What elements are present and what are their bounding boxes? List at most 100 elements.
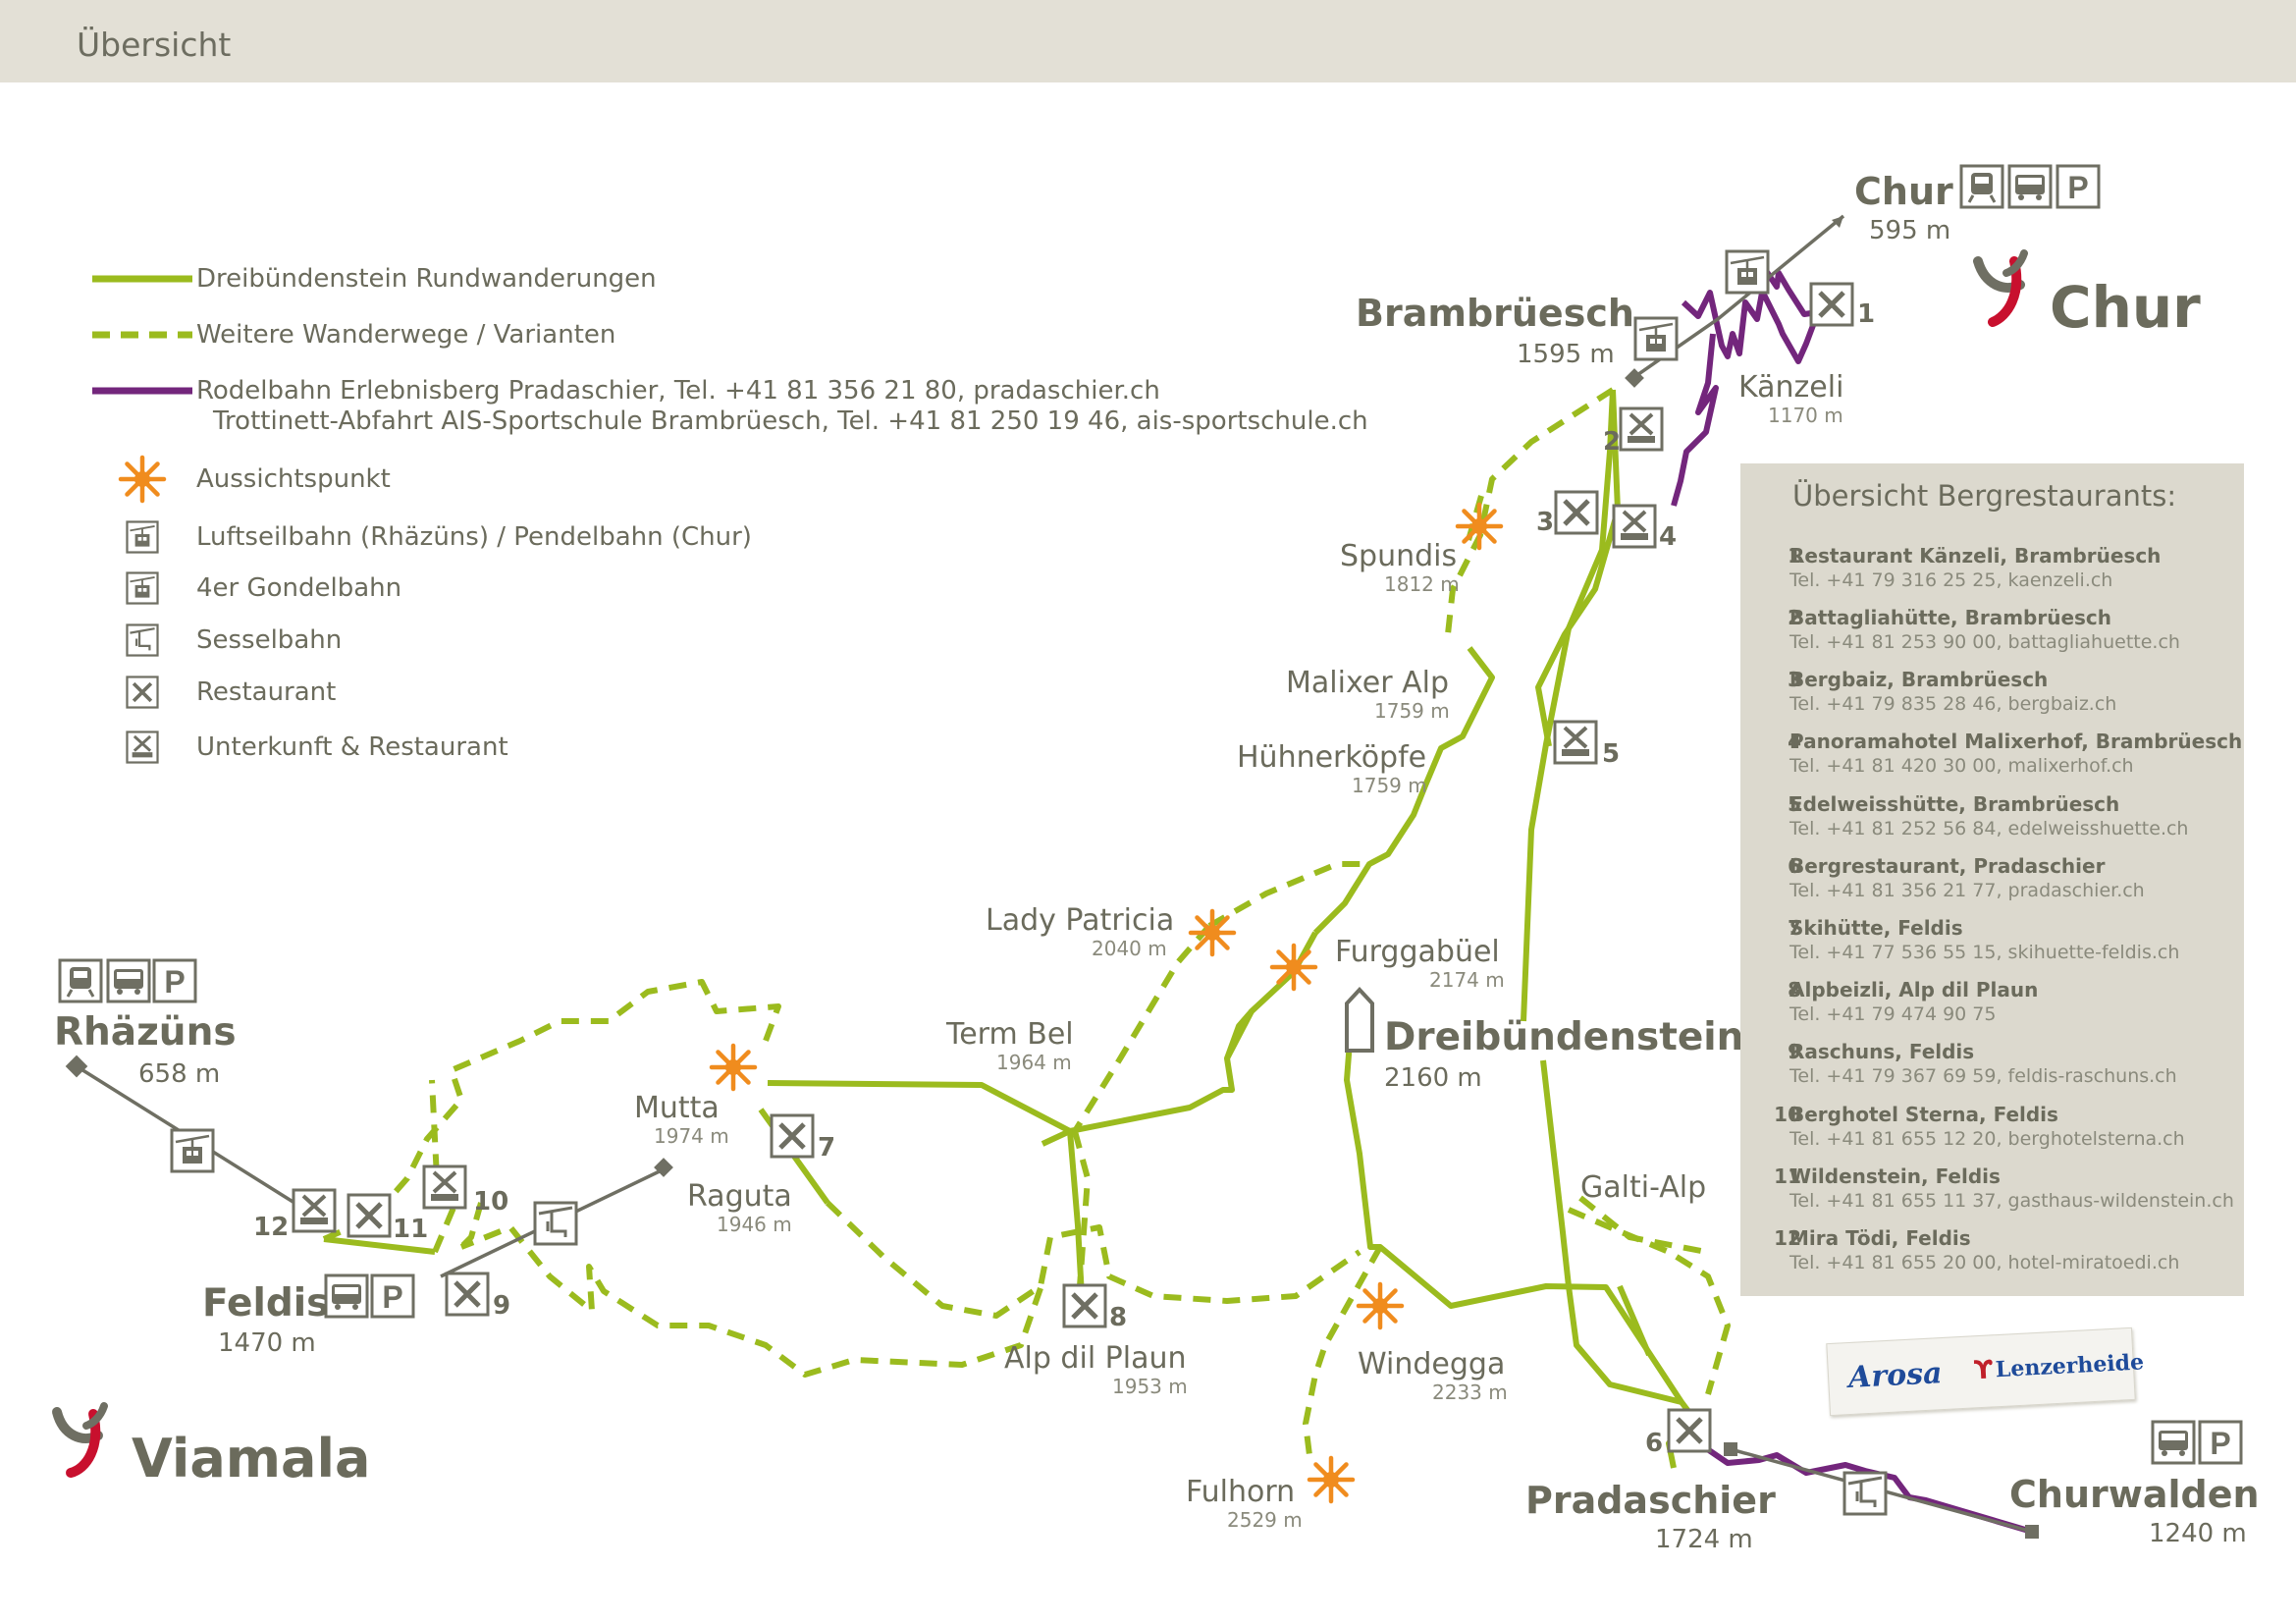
marker-1: 1 [1857,299,1875,329]
panel-title: Übersicht Bergrestaurants: [1792,479,2177,513]
label-feldis: Feldis [202,1281,329,1326]
restaurant-icon [1556,492,1597,533]
aerial-tramway-icon [126,520,159,554]
lodging-restaurant-icon [1619,406,1664,452]
lodging-restaurant-icon [422,1164,467,1210]
marker-2: 2 [1603,427,1621,457]
label-term-bel: Term Bel [945,1017,1074,1052]
viewpoint-icon [1359,1284,1402,1327]
marker-12: 12 [253,1213,289,1242]
page-title: Übersicht [77,26,232,64]
bus-icon [2151,1420,2196,1465]
elev-windegga: 2233 m [1432,1380,1508,1404]
marker-8: 8 [1109,1303,1127,1332]
elev-raguta: 1946 m [717,1213,792,1236]
label-mutta: Mutta [634,1091,720,1125]
marker-11: 11 [393,1215,428,1244]
bus-icon [106,958,151,1003]
marker-7: 7 [818,1133,835,1163]
label-galti-alp: Galti-Alp [1580,1170,1706,1205]
label-pradaschier: Pradaschier [1525,1479,1776,1522]
parking-icon [370,1273,415,1319]
viamala-logo-mark [52,1402,108,1478]
label-rhaezuens: Rhäzüns [54,1010,237,1055]
marker-4: 4 [1659,522,1677,552]
aerial-tramway-icon [170,1128,215,1173]
marker-numbers: 1 2 3 4 5 6 7 8 9 10 11 12 [253,299,1875,1458]
chairlift-icon [533,1201,578,1246]
legend-item-toboggan: Rodelbahn Erlebnisberg Pradaschier, Tel.… [92,376,1160,406]
lift-stations [65,368,2039,1539]
lodging-restaurant-icon [292,1188,337,1233]
elev-feldis: 1470 m [218,1328,316,1358]
bus-icon [324,1273,369,1319]
gondola-icon [1725,249,1770,295]
elev-fulhorn: 2529 m [1227,1508,1303,1532]
elev-chur: 595 m [1869,216,1950,245]
legend-item-scooter-text: Trottinett-Abfahrt AIS-Sportschule Bramb… [213,406,1368,436]
place-labels: Chur 595 m Brambrüesch 1595 m Känzeli 11… [54,170,2260,1554]
train-icon [58,958,103,1003]
chairlift-icon [1842,1471,1888,1516]
train-icon [1959,164,2004,209]
viewpoint-icon [113,455,172,504]
label-spundis: Spundis [1340,539,1457,573]
gondola-icon [126,571,159,605]
label-windegga: Windegga [1358,1347,1505,1381]
page-header: Übersicht [0,0,2296,82]
label-alp-dil-plaun: Alp dil Plaun [1004,1341,1187,1376]
restaurant-icon [1669,1410,1710,1451]
parking-icon [2198,1420,2243,1465]
elev-mutta: 1974 m [654,1124,729,1148]
viewpoint-icon [1309,1458,1353,1501]
elev-lady-patricia: 2040 m [1092,937,1167,960]
restaurant-icon [126,676,159,709]
elev-spundis: 1812 m [1384,572,1460,596]
legend-item-main-trails: Dreibündenstein Rundwanderungen [92,264,657,294]
elev-alp-dil-plaun: 1953 m [1112,1375,1188,1398]
elev-malixer-alp: 1759 m [1374,699,1450,723]
lodging-restaurant-icon [126,731,159,764]
monument-icon [1345,987,1374,1053]
arosa-logo: Arosa [1847,1356,1944,1396]
label-dreibuendenstein: Dreibündenstein [1384,1015,1743,1059]
elev-rhaezuens: 658 m [138,1059,220,1089]
label-lady-patricia: Lady Patricia [986,903,1174,938]
viewpoint-icon [1272,946,1315,989]
arrow-to-chur [1832,216,1843,228]
viewpoint-icon [1458,505,1501,548]
legend-item-gondola: 4er Gondelbahn [88,568,401,608]
parking-icon [2056,164,2101,209]
restaurant-icon [772,1115,813,1157]
marker-6: 6 [1645,1429,1663,1458]
marker-10: 10 [473,1187,508,1217]
elev-furggabuel: 2174 m [1429,968,1505,992]
label-fulhorn: Fulhorn [1186,1475,1295,1509]
parking-icon [152,958,197,1003]
label-malixer-alp: Malixer Alp [1286,666,1449,700]
lodging-restaurant-icon [1553,720,1598,765]
label-chur: Chur [1854,170,1953,213]
marker-9: 9 [493,1291,510,1321]
chairlift-icon [126,623,159,657]
label-churwalden: Churwalden [2009,1473,2260,1516]
lenzerheide-logo: Lenzerheide [1995,1349,2145,1383]
elev-pradaschier: 1724 m [1655,1525,1753,1554]
elev-brambrueesch: 1595 m [1517,340,1615,369]
lodging-restaurant-icon [1612,504,1657,549]
label-raguta: Raguta [687,1179,792,1214]
legend-item-variant-trails: Weitere Wanderwege / Varianten [92,320,616,350]
legend-item-viewpoint: Aussichtspunkt [88,460,391,499]
label-brambrueesch: Brambrüesch [1356,292,1634,335]
